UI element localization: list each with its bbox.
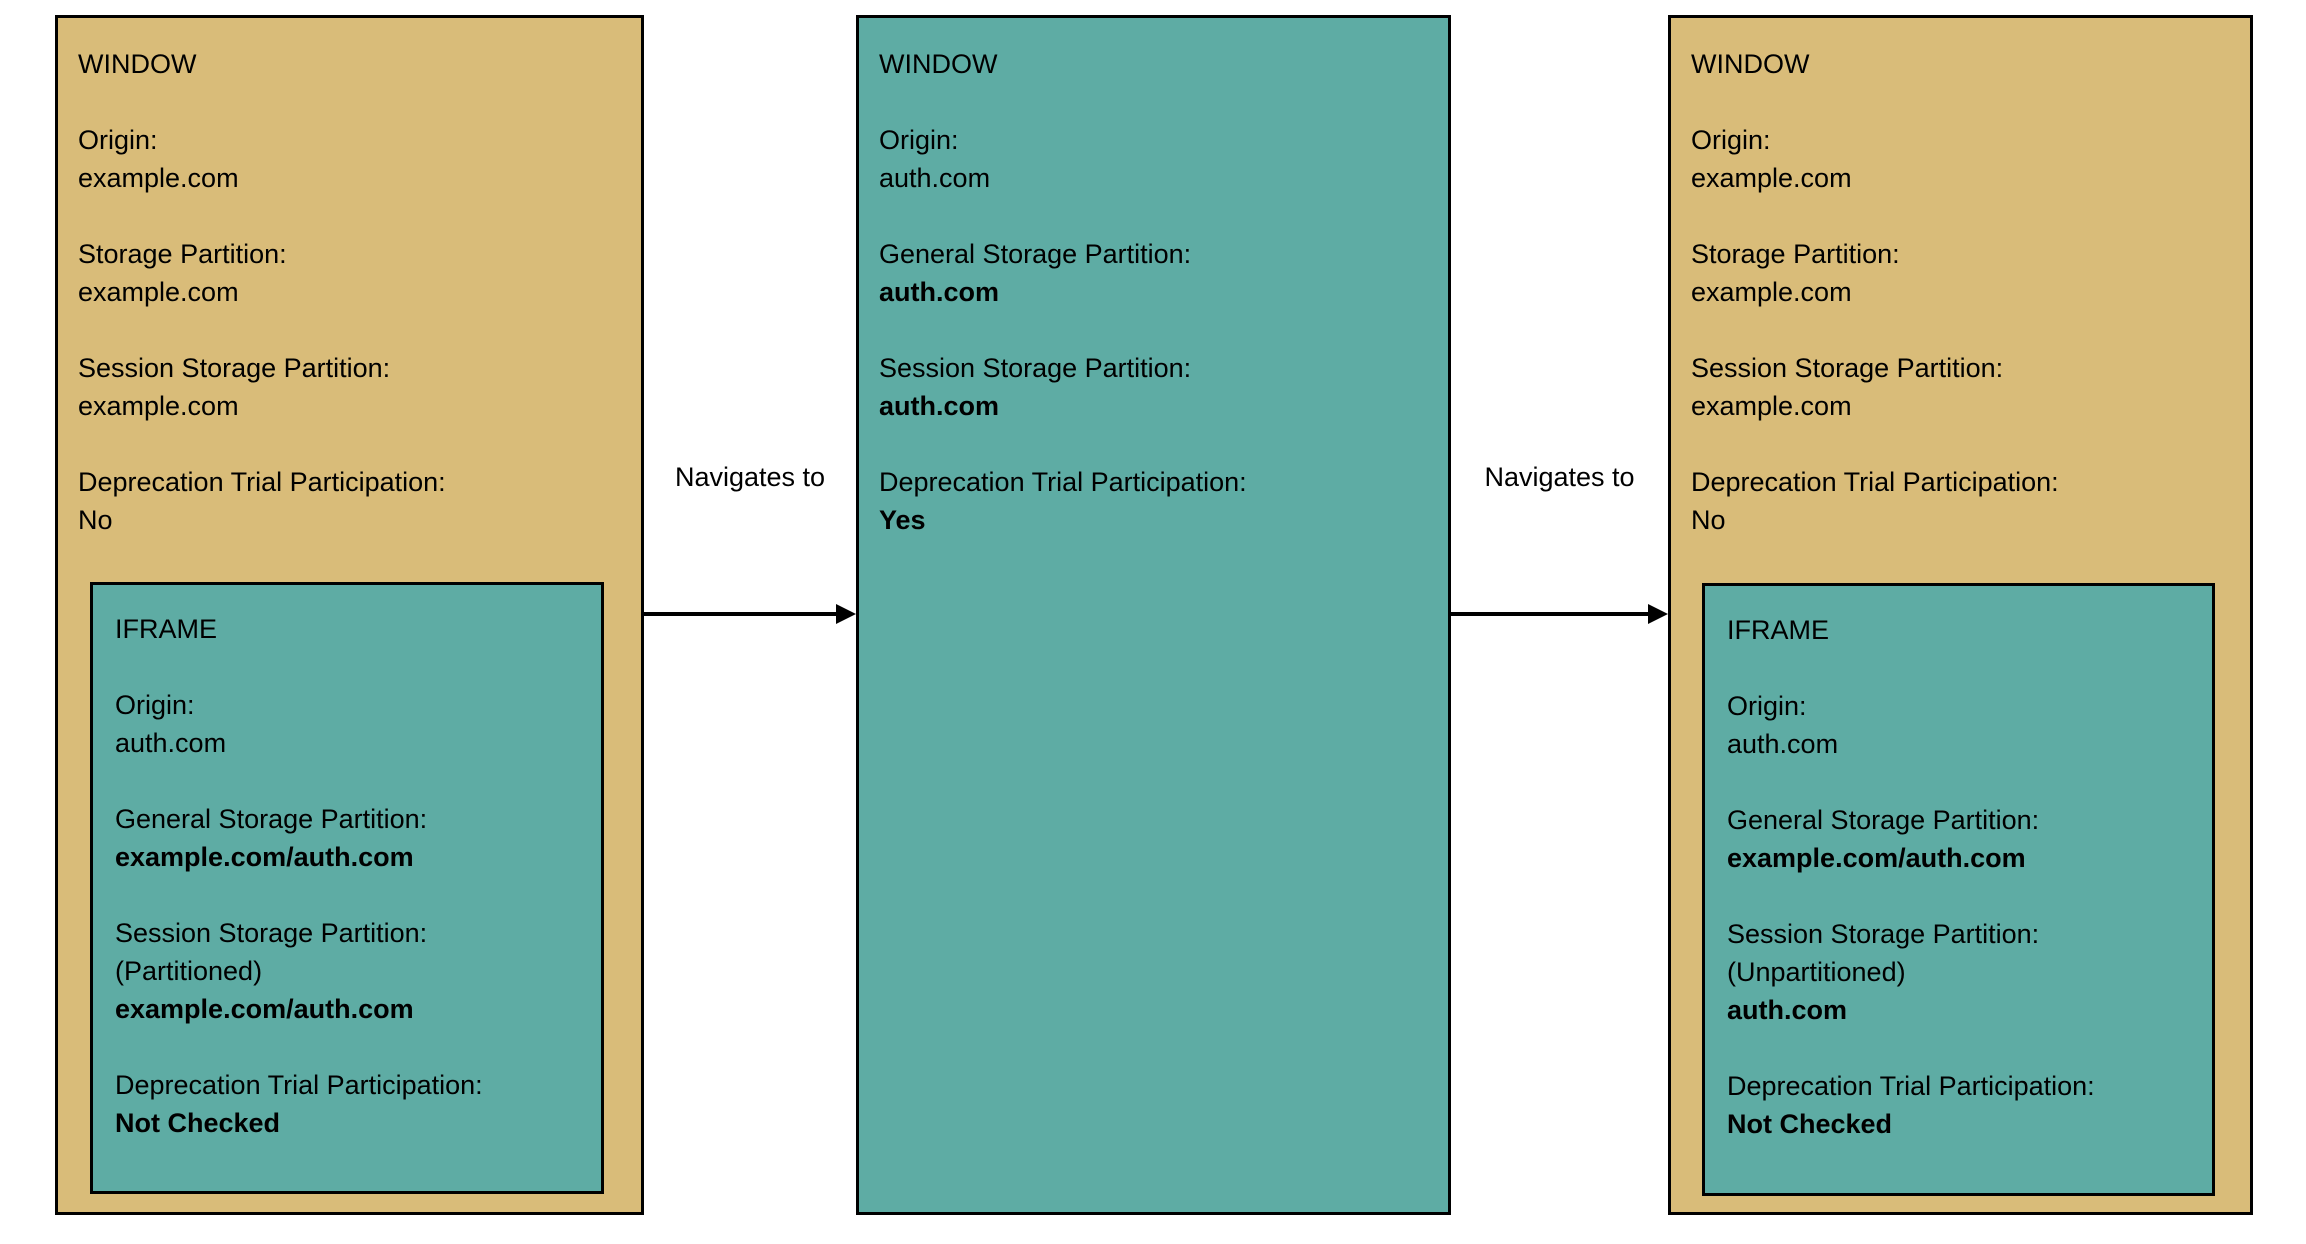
field-value: auth.com xyxy=(879,277,1000,307)
field-session-storage-partition: Session Storage Partition: example.com xyxy=(78,349,621,425)
field-deprecation-trial: Deprecation Trial Participation: No xyxy=(78,463,621,539)
field-label: Deprecation Trial Participation: xyxy=(879,467,1247,497)
field-general-storage-partition: General Storage Partition: example.com/a… xyxy=(1727,801,2190,877)
field-deprecation-trial: Deprecation Trial Participation: Not Che… xyxy=(1727,1067,2190,1143)
field-label: Origin: xyxy=(1727,691,1807,721)
field-storage-partition: Storage Partition: example.com xyxy=(78,235,621,311)
field-origin: Origin: example.com xyxy=(1691,121,2230,197)
field-label: Session Storage Partition: xyxy=(78,353,391,383)
field-value: example.com xyxy=(78,163,239,193)
field-session-storage-partition: Session Storage Partition: auth.com xyxy=(879,349,1428,425)
field-note: (Unpartitioned) xyxy=(1727,957,1906,987)
field-value: auth.com xyxy=(879,163,991,193)
window-box-left: WINDOW Origin: example.com Storage Parti… xyxy=(55,15,644,1215)
navigation-arrow-left xyxy=(644,604,856,624)
field-value: No xyxy=(1691,505,1726,535)
field-label: Storage Partition: xyxy=(1691,239,1900,269)
field-label: Origin: xyxy=(879,125,959,155)
field-note: (Partitioned) xyxy=(115,956,263,986)
window-box-right: WINDOW Origin: example.com Storage Parti… xyxy=(1668,15,2253,1215)
iframe-title: IFRAME xyxy=(115,614,218,644)
field-label: Origin: xyxy=(78,125,158,155)
field-label: Origin: xyxy=(1691,125,1771,155)
window-title: WINDOW xyxy=(78,49,197,79)
field-label: Deprecation Trial Participation: xyxy=(78,467,446,497)
field-value: auth.com xyxy=(1727,995,1848,1025)
iframe-box-left: IFRAME Origin: auth.com General Storage … xyxy=(90,582,604,1194)
arrow-head-icon xyxy=(836,604,856,624)
window-title: WINDOW xyxy=(879,49,998,79)
field-label: General Storage Partition: xyxy=(879,239,1192,269)
field-value: example.com/auth.com xyxy=(1727,843,2026,873)
field-value: Not Checked xyxy=(115,1108,281,1138)
arrow-shaft xyxy=(1451,612,1652,616)
navigation-arrow-right xyxy=(1451,604,1668,624)
field-session-storage-partition: Session Storage Partition: (Partitioned)… xyxy=(115,914,579,1028)
field-value: example.com xyxy=(1691,163,1852,193)
field-value: Not Checked xyxy=(1727,1109,1893,1139)
field-origin: Origin: example.com xyxy=(78,121,621,197)
field-value: Yes xyxy=(879,505,926,535)
window-title: WINDOW xyxy=(1691,49,1810,79)
field-value: auth.com xyxy=(1727,729,1839,759)
arrow-label: Navigates to xyxy=(1484,462,1635,492)
iframe-box-right: IFRAME Origin: auth.com General Storage … xyxy=(1702,583,2215,1196)
field-value: example.com xyxy=(78,391,239,421)
field-label: Deprecation Trial Participation: xyxy=(115,1070,483,1100)
field-origin: Origin: auth.com xyxy=(115,686,579,762)
field-value: example.com/auth.com xyxy=(115,994,414,1024)
iframe-title: IFRAME xyxy=(1727,615,1830,645)
field-value: auth.com xyxy=(115,728,227,758)
field-session-storage-partition: Session Storage Partition: example.com xyxy=(1691,349,2230,425)
field-deprecation-trial: Deprecation Trial Participation: Not Che… xyxy=(115,1066,579,1142)
arrow-label: Navigates to xyxy=(674,462,826,492)
field-value: example.com xyxy=(78,277,239,307)
field-label: Session Storage Partition: xyxy=(1727,919,2040,949)
field-label: Session Storage Partition: xyxy=(879,353,1192,383)
field-storage-partition: Storage Partition: example.com xyxy=(1691,235,2230,311)
field-origin: Origin: auth.com xyxy=(1727,687,2190,763)
field-value: example.com xyxy=(1691,277,1852,307)
field-general-storage-partition: General Storage Partition: auth.com xyxy=(879,235,1428,311)
window-box-middle: WINDOW Origin: auth.com General Storage … xyxy=(856,15,1451,1215)
field-label: Deprecation Trial Participation: xyxy=(1727,1071,2095,1101)
field-deprecation-trial: Deprecation Trial Participation: No xyxy=(1691,463,2230,539)
field-value: No xyxy=(78,505,113,535)
field-label: Storage Partition: xyxy=(78,239,287,269)
field-label: Session Storage Partition: xyxy=(1691,353,2004,383)
field-label: Deprecation Trial Participation: xyxy=(1691,467,2059,497)
field-origin: Origin: auth.com xyxy=(879,121,1428,197)
field-label: Origin: xyxy=(115,690,195,720)
field-label: General Storage Partition: xyxy=(115,804,428,834)
field-general-storage-partition: General Storage Partition: example.com/a… xyxy=(115,800,579,876)
field-label: General Storage Partition: xyxy=(1727,805,2040,835)
field-value: example.com xyxy=(1691,391,1852,421)
arrow-shaft xyxy=(644,612,840,616)
arrow-head-icon xyxy=(1648,604,1668,624)
field-label: Session Storage Partition: xyxy=(115,918,428,948)
field-value: example.com/auth.com xyxy=(115,842,414,872)
field-value: auth.com xyxy=(879,391,1000,421)
field-deprecation-trial: Deprecation Trial Participation: Yes xyxy=(879,463,1428,539)
field-session-storage-partition: Session Storage Partition: (Unpartitione… xyxy=(1727,915,2190,1029)
